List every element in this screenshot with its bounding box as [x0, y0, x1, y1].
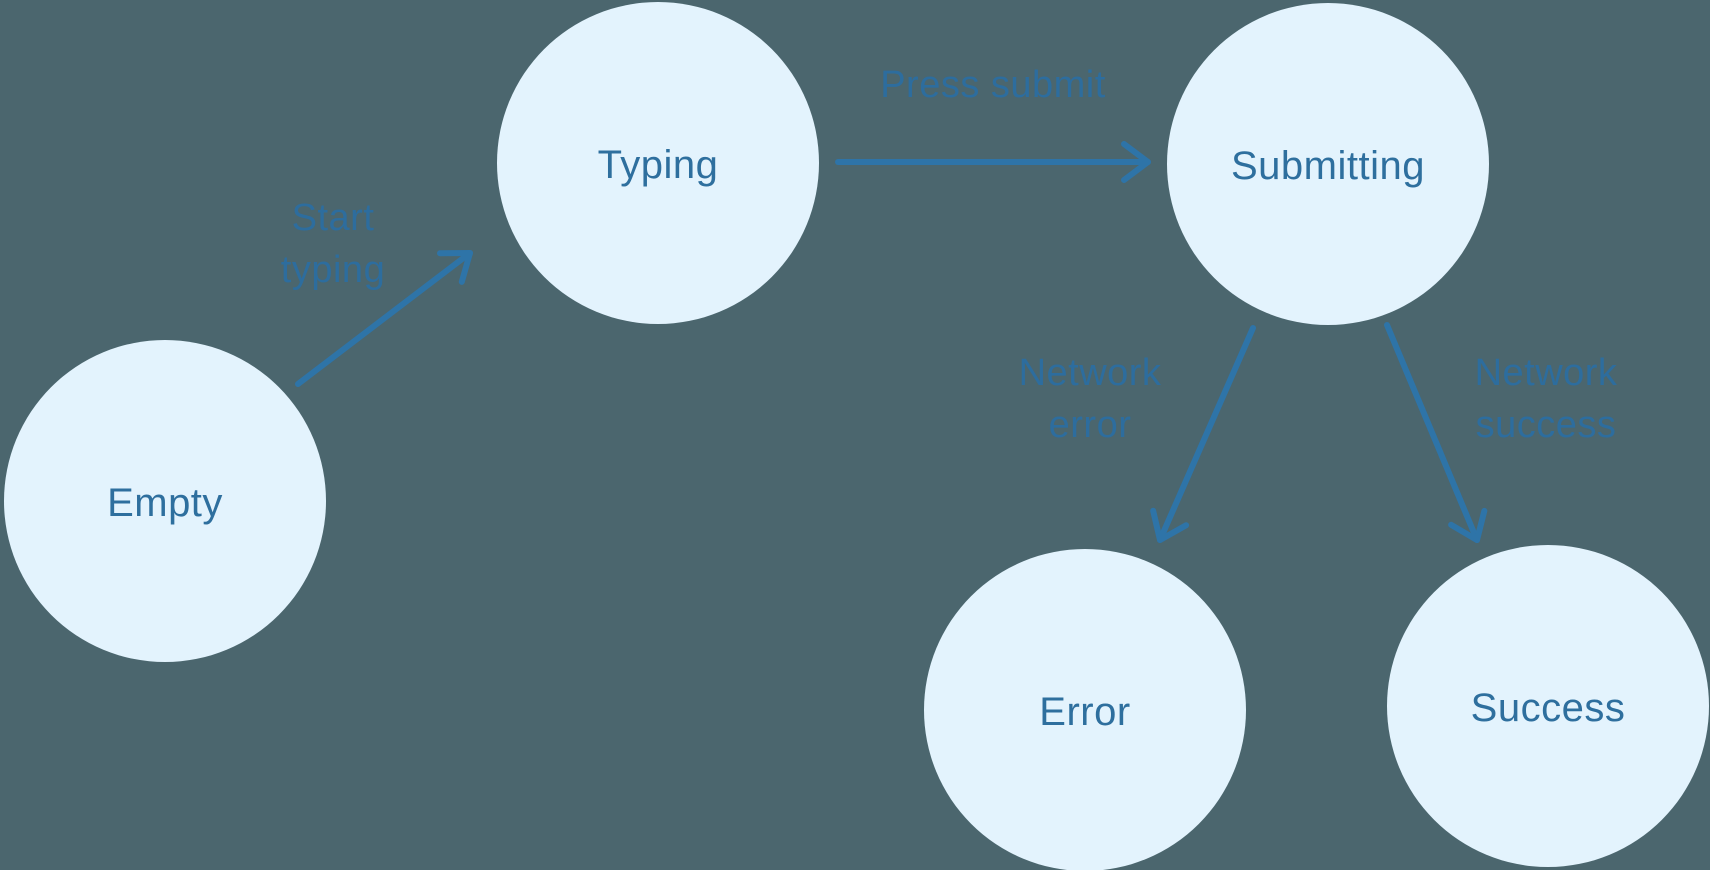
transition-label-network-error-line2: error	[1049, 404, 1132, 446]
state-label-submitting: Submitting	[1231, 144, 1425, 188]
state-node-error: Error	[924, 549, 1246, 870]
transition-arrow-empty-typing	[295, 250, 473, 387]
transition-label-start-typing-line2: typing	[281, 249, 385, 291]
transition-label-network-error-line1: Network	[1019, 352, 1162, 394]
state-node-typing: Typing	[497, 2, 819, 324]
transition-arrow-submitting-success	[1384, 322, 1488, 543]
state-node-submitting: Submitting	[1167, 3, 1489, 325]
transition-label-start-typing-line1: Start	[292, 197, 375, 239]
transition-label-network-success-line2: success	[1476, 404, 1617, 446]
transition-arrow-submitting-error	[1150, 325, 1256, 543]
transition-submitting-to-error: Network error	[1019, 325, 1256, 543]
state-label-success: Success	[1471, 686, 1626, 730]
state-label-empty: Empty	[107, 481, 223, 525]
state-node-empty: Empty	[4, 340, 326, 662]
state-label-error: Error	[1039, 690, 1130, 734]
state-circle-typing	[497, 2, 819, 324]
transition-typing-to-submitting: Press submit	[835, 64, 1151, 183]
state-circle-empty	[4, 340, 326, 662]
transition-empty-to-typing: Start typing	[281, 197, 473, 387]
transition-label-press-submit: Press submit	[880, 64, 1106, 106]
state-circle-success	[1387, 545, 1709, 867]
state-node-success: Success	[1387, 545, 1709, 867]
state-circle-submitting	[1167, 3, 1489, 325]
transition-label-network-success-line1: Network	[1475, 352, 1618, 394]
state-circle-error	[924, 549, 1246, 870]
transition-submitting-to-success: Network success	[1384, 322, 1618, 543]
state-label-typing: Typing	[598, 143, 719, 187]
